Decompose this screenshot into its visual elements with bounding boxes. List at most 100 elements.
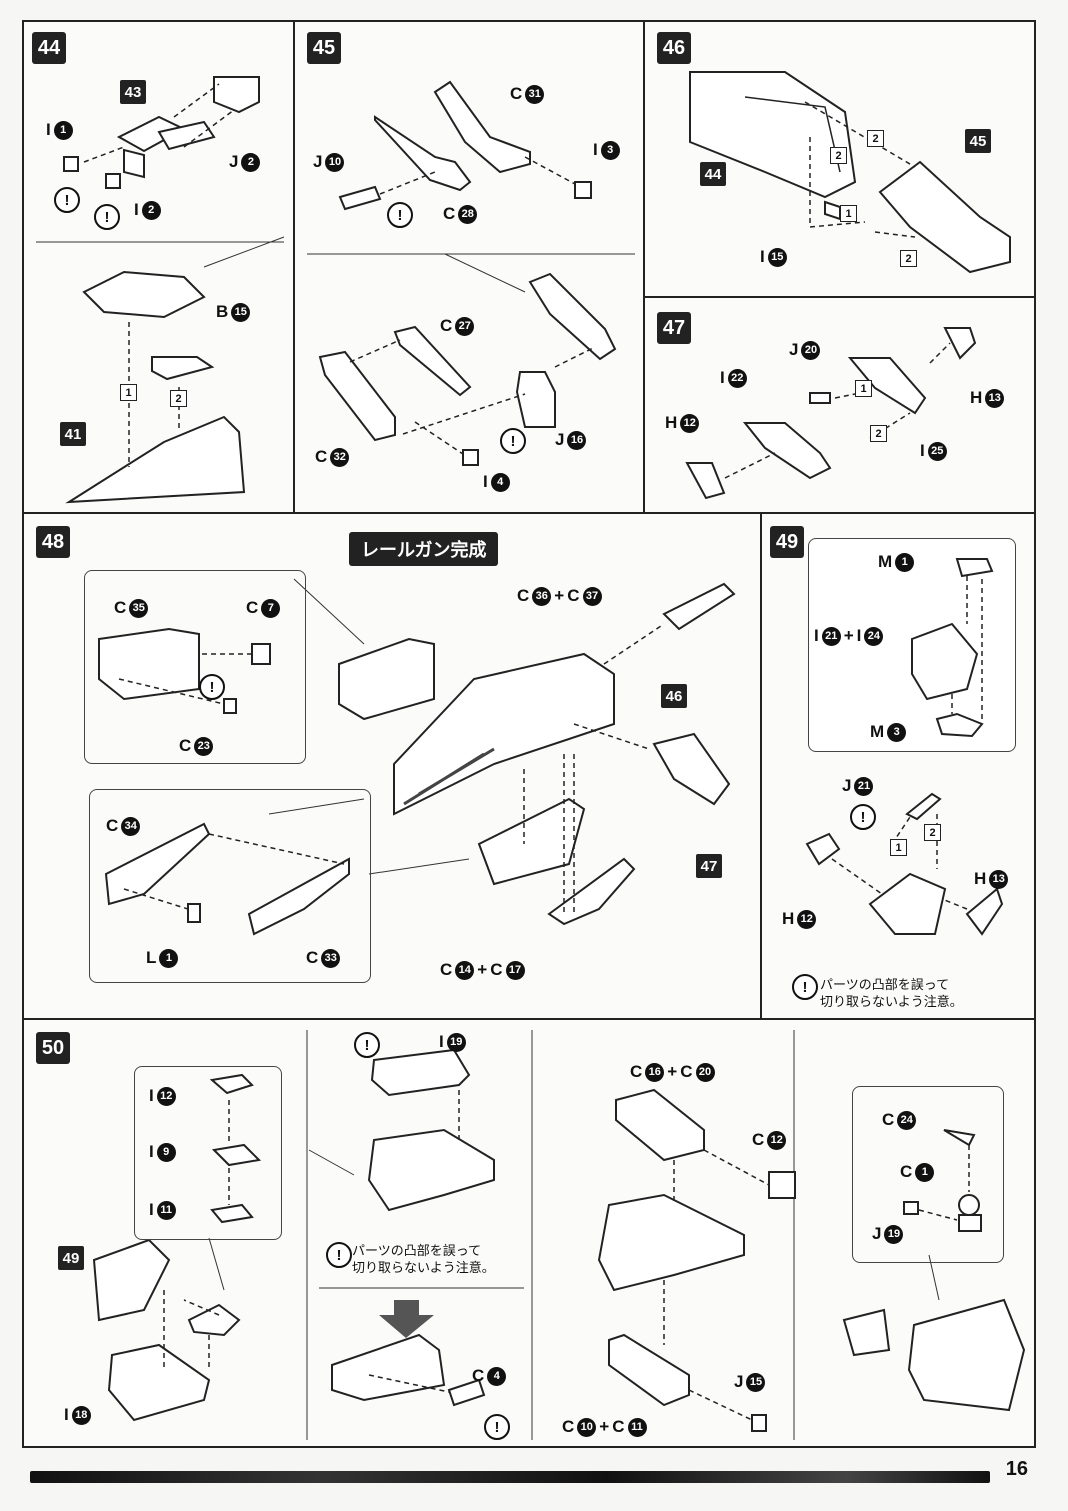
step-45-drawing: [307, 80, 635, 466]
step-number: 45: [307, 32, 341, 64]
order-marker: 2: [870, 425, 887, 442]
caution-icon: !: [326, 1242, 352, 1268]
step-number: 50: [36, 1032, 70, 1064]
warning-icon: !: [484, 1414, 510, 1440]
ref-step-41: 41: [60, 422, 86, 446]
step-number: 44: [32, 32, 66, 64]
order-marker: 2: [830, 147, 847, 164]
step-48-drawing: [98, 578, 736, 936]
detail-inset-left: [134, 1066, 282, 1240]
order-marker: 2: [867, 130, 884, 147]
order-marker: 2: [924, 824, 941, 841]
page-number: 16: [1005, 1458, 1028, 1480]
order-marker: 1: [890, 839, 907, 856]
step-44-drawing: [36, 76, 285, 504]
ref-step-49: 49: [58, 1246, 84, 1270]
step-47-drawing: [685, 327, 977, 500]
step-number: 47: [657, 312, 691, 344]
step-number: 49: [770, 526, 804, 558]
ref-step-44: 44: [700, 162, 726, 186]
step-49-drawing: [805, 558, 1004, 936]
order-marker: 1: [840, 205, 857, 222]
warning-icon: !: [387, 202, 413, 228]
warning-icon: !: [199, 674, 225, 700]
caution-icon: !: [354, 1032, 380, 1058]
caution-icon: !: [792, 974, 818, 1000]
order-marker: 1: [855, 380, 872, 397]
caution-note: パーツの凸部を誤って 切り取らないよう注意。: [820, 977, 963, 1009]
ref-step-47: 47: [696, 854, 722, 878]
warning-icon: !: [94, 204, 120, 230]
order-marker: 1: [120, 384, 137, 401]
caution-icon: !: [850, 804, 876, 830]
warning-icon: !: [54, 187, 80, 213]
step-number: 46: [657, 32, 691, 64]
order-marker: 2: [900, 250, 917, 267]
warning-icon: !: [500, 428, 526, 454]
ref-step-45: 45: [965, 129, 991, 153]
ref-step-43: 43: [120, 80, 146, 104]
step-50-drawing: [92, 1030, 1026, 1440]
detail-inset-lower: [89, 789, 371, 983]
caution-note: パーツの凸部を誤って 切り取らないよう注意。: [352, 1243, 495, 1275]
detail-inset-upper: [84, 570, 306, 764]
step-number: 48: [36, 526, 70, 558]
order-marker: 2: [170, 390, 187, 407]
detail-inset-right: [852, 1086, 1004, 1263]
footer-brush-bar: [30, 1471, 990, 1483]
ref-step-46: 46: [661, 684, 687, 708]
